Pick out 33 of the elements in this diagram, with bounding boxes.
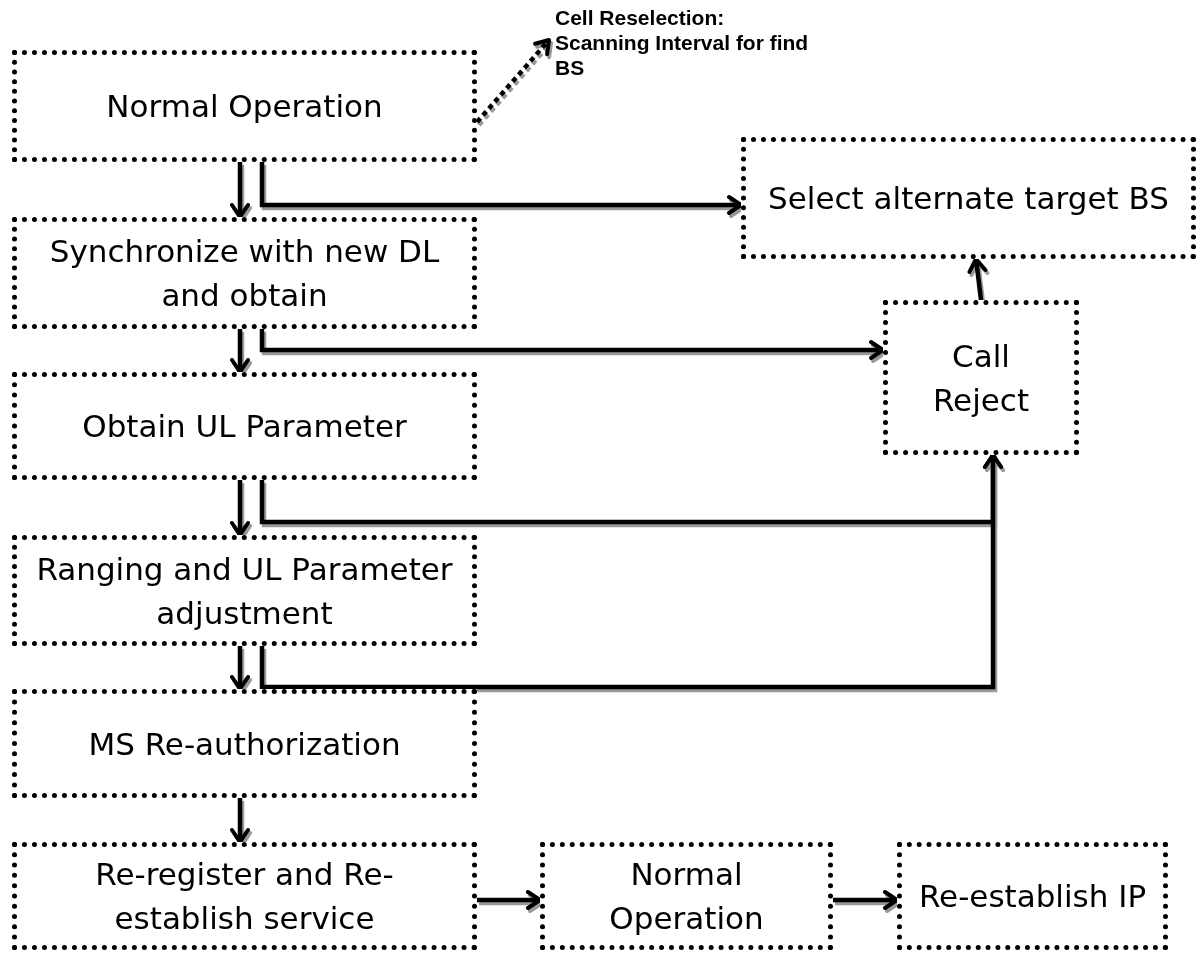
box-label: Call Reject: [931, 336, 1031, 420]
process-box: [12, 535, 477, 646]
arrow: [477, 890, 542, 910]
box-label: Normal Operation: [608, 855, 765, 938]
arrow: [833, 890, 899, 910]
box-label: Re-register and Re-establish service: [94, 855, 395, 938]
arrow: [259, 162, 743, 215]
arrow: [230, 646, 250, 691]
process-box: [12, 689, 477, 798]
box-label: Normal Operation: [106, 87, 383, 126]
process-box: [12, 372, 477, 480]
process-box: [12, 842, 477, 950]
box-label: Ranging and UL Parameter adjustment: [35, 549, 454, 633]
box-label: Select alternate target BS: [768, 179, 1169, 218]
arrow: [259, 329, 885, 360]
process-box: [12, 50, 477, 162]
box-label: Obtain UL Parameter: [82, 407, 407, 446]
box-label: Re-establish IP: [918, 877, 1147, 916]
dotted-arrow: [475, 38, 551, 124]
box-label: MS Re-authorization: [88, 724, 401, 764]
process-box: [897, 842, 1168, 950]
arrow: [230, 162, 250, 219]
process-box: [883, 300, 1079, 455]
process-box: [741, 137, 1196, 259]
arrow: [230, 798, 250, 844]
process-box: [12, 217, 477, 329]
arrow: [230, 480, 250, 537]
arrow: [259, 453, 1003, 690]
process-box: [540, 842, 833, 950]
note-label: Cell Reselection: Scanning Interval for find BS: [555, 4, 810, 80]
box-label: Synchronize with new DL and obtain: [48, 232, 441, 315]
arrow: [230, 329, 250, 374]
arrow: [967, 257, 988, 301]
